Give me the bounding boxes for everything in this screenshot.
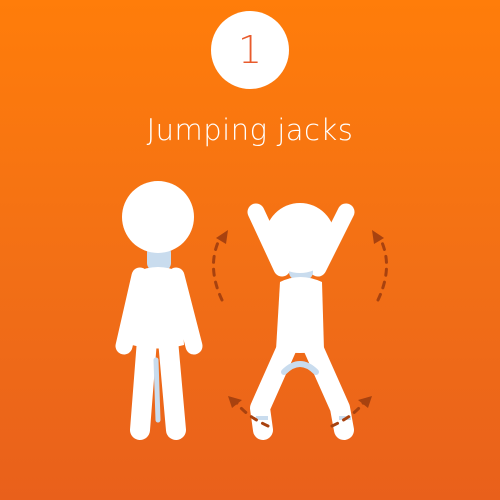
standing-figure xyxy=(115,181,203,440)
exercise-title: Jumping jacks xyxy=(146,113,354,147)
motion-arc-arrow-icon xyxy=(211,236,389,428)
step-number: 1 xyxy=(237,28,263,72)
motion-arrowheads xyxy=(216,230,384,408)
jumping-figure xyxy=(247,203,355,440)
step-badge: 1 xyxy=(211,11,289,89)
